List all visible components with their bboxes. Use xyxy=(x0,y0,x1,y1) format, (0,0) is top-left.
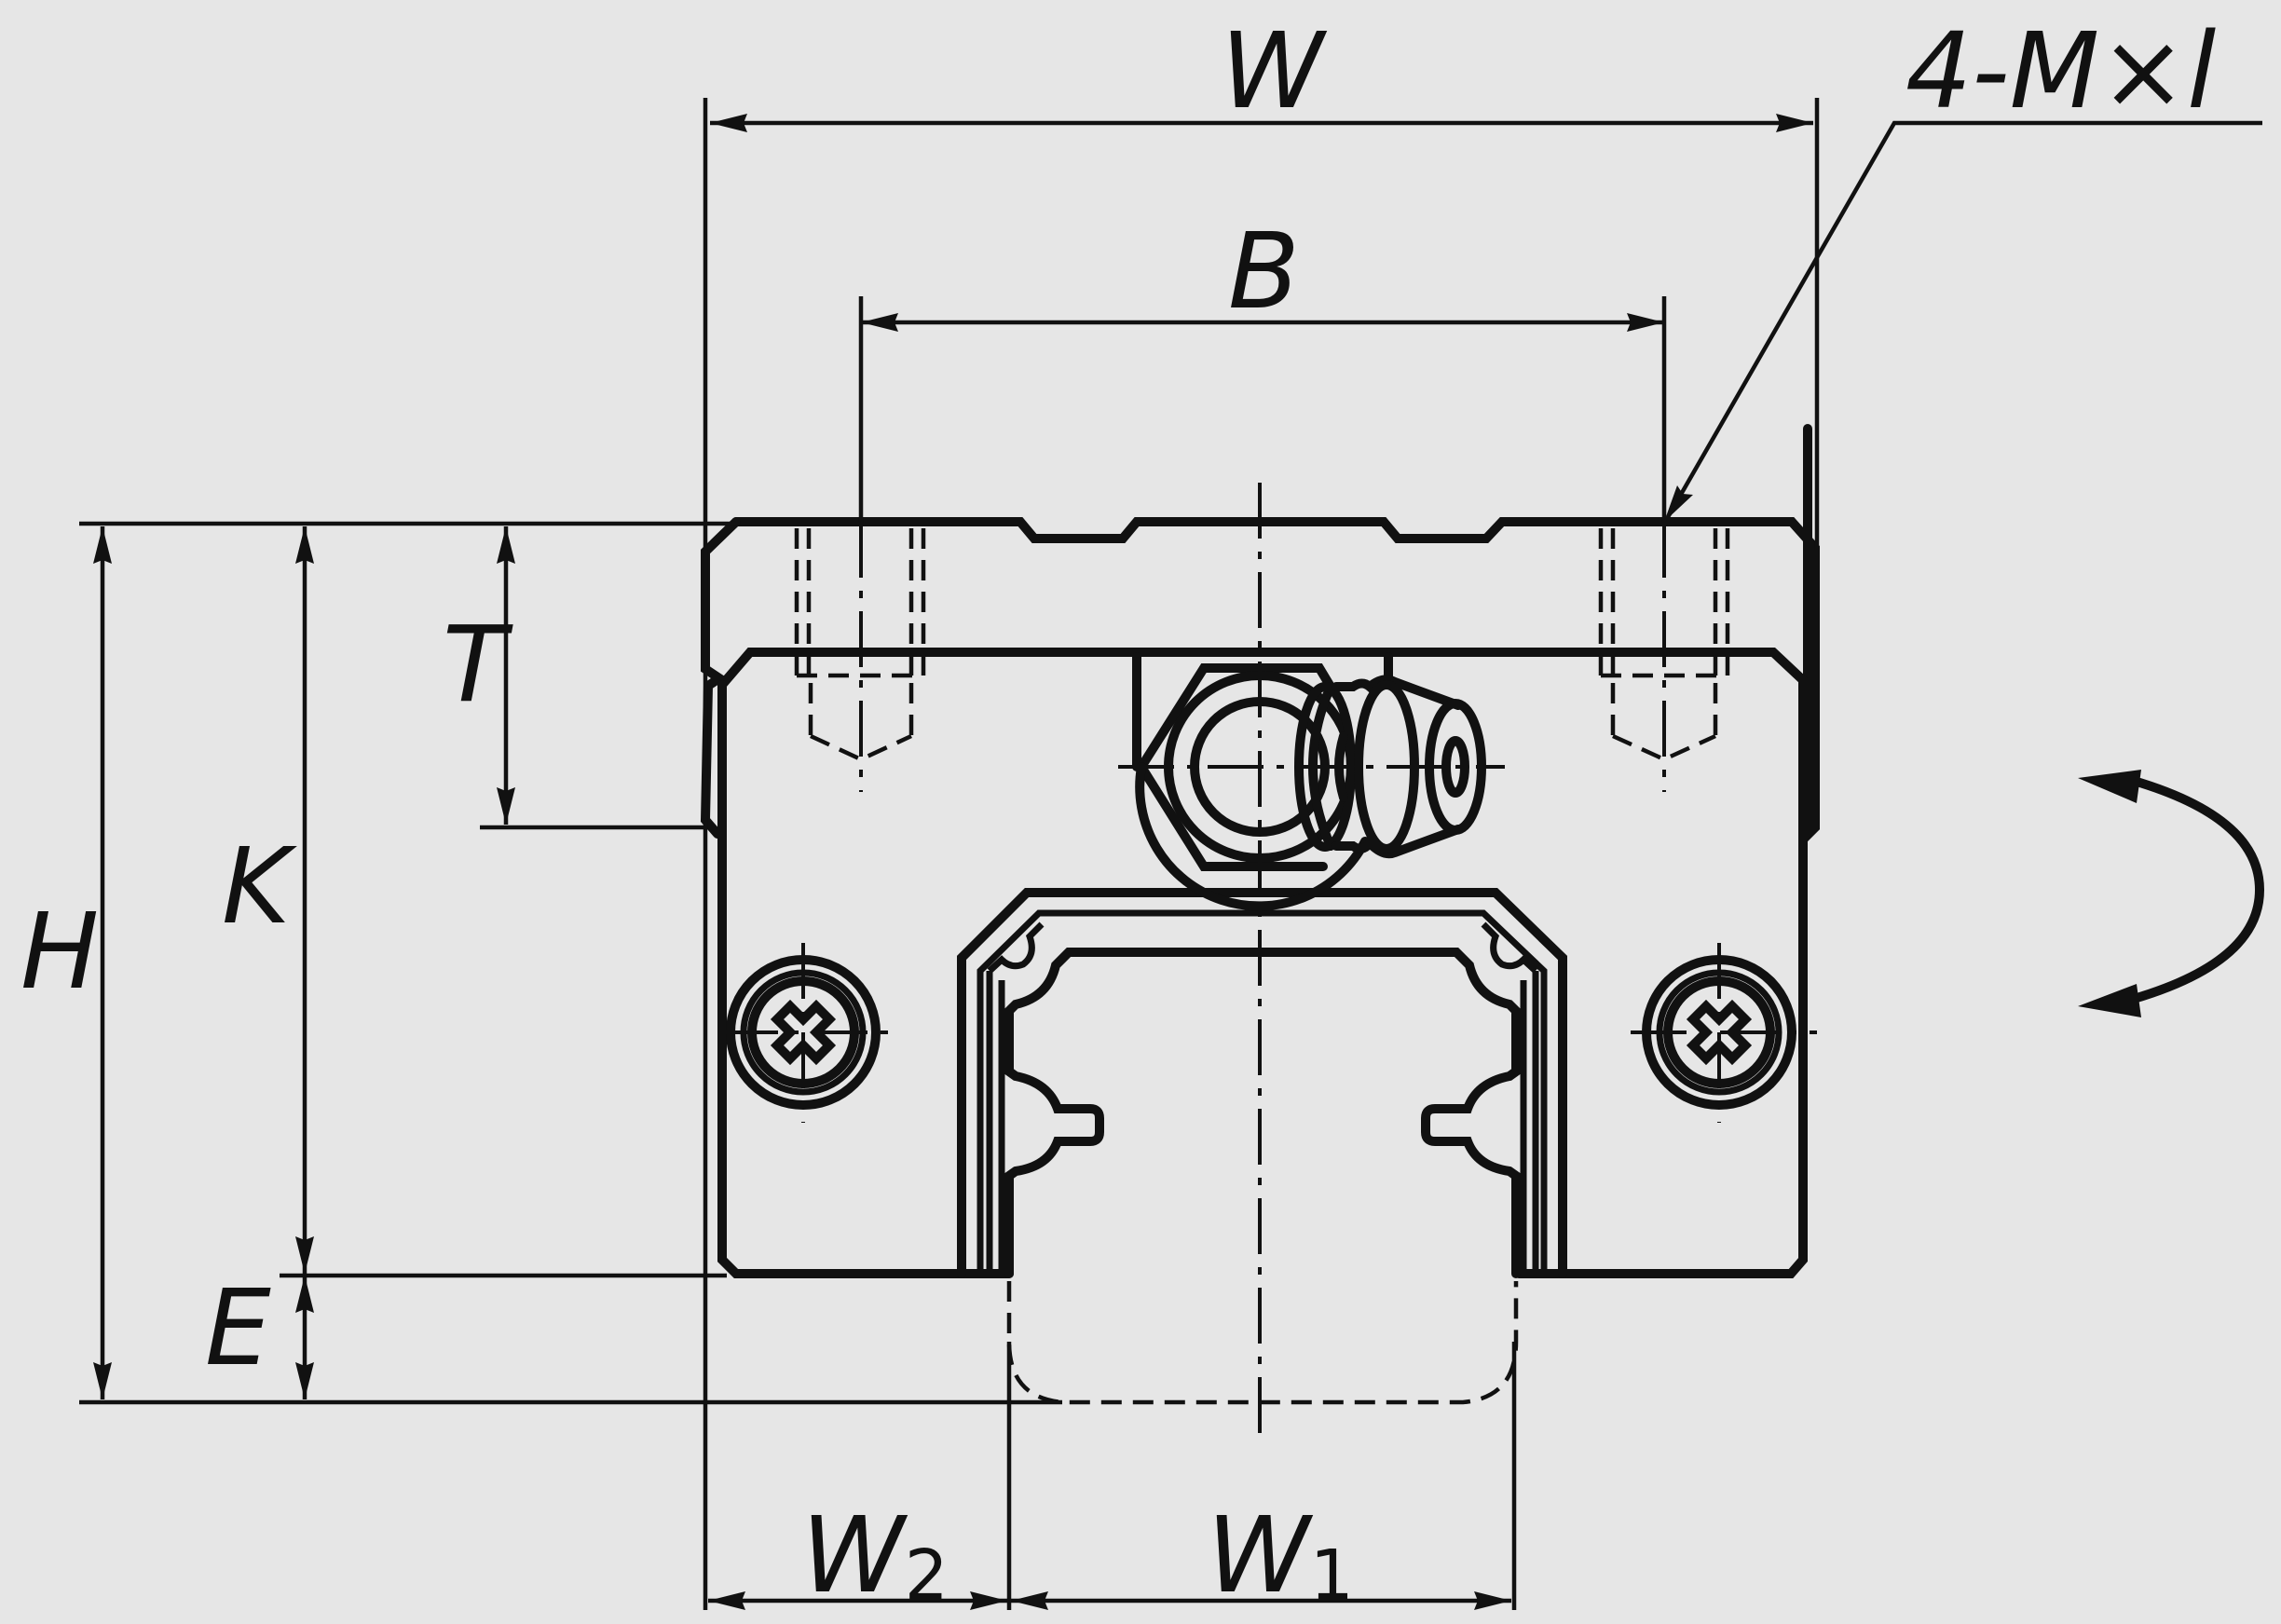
label-w1-main: W xyxy=(1207,1495,1314,1617)
label-h: H xyxy=(20,892,99,1013)
label-w2: W2 xyxy=(801,1495,949,1617)
label-w1: W1 xyxy=(1207,1495,1354,1617)
center-lines xyxy=(722,483,1817,1442)
dimension-k xyxy=(295,526,314,1274)
dimension-b xyxy=(858,296,1667,522)
dimension-e xyxy=(280,1273,727,1399)
label-spec: 4-M×l xyxy=(1905,11,2216,132)
label-w: W xyxy=(1221,11,1328,132)
dimension-w xyxy=(703,98,1820,1610)
rail-hidden-outline xyxy=(1006,1281,1519,1405)
dimension-w2-w1 xyxy=(708,1342,1517,1610)
mounting-hole-right xyxy=(1598,528,1730,762)
label-w1-sub: 1 xyxy=(1310,1535,1354,1616)
mounting-hole-left xyxy=(794,528,926,762)
label-t: T xyxy=(443,605,513,726)
dimension-h xyxy=(79,521,1062,1405)
label-w2-main: W xyxy=(801,1495,908,1617)
spec-leader xyxy=(1664,120,2262,522)
label-b: B xyxy=(1228,212,1300,333)
grease-nipple-icon xyxy=(1132,652,1486,911)
label-w2-sub: 2 xyxy=(905,1535,949,1616)
label-e: E xyxy=(205,1268,271,1389)
dimension-t xyxy=(480,526,705,830)
label-k: K xyxy=(222,826,297,948)
curved-double-arrow-icon xyxy=(2078,770,2265,1017)
